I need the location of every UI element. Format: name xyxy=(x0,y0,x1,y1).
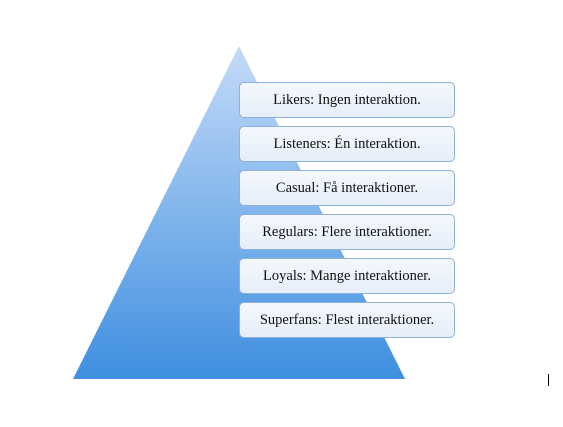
tier-box-listeners: Listeners: Én interaktion. xyxy=(239,126,455,162)
tier-box-superfans: Superfans: Flest interaktioner. xyxy=(239,302,455,338)
tier-box-casual: Casual: Få interaktioner. xyxy=(239,170,455,206)
tier-box-likers: Likers: Ingen interaktion. xyxy=(239,82,455,118)
tier-label: Loyals: Mange interaktioner. xyxy=(263,267,431,284)
tier-label: Listeners: Én interaktion. xyxy=(273,135,421,152)
text-cursor xyxy=(548,374,549,386)
tier-box-regulars: Regulars: Flere interaktioner. xyxy=(239,214,455,250)
tier-label: Superfans: Flest interaktioner. xyxy=(259,311,435,328)
pyramid-shape xyxy=(73,46,405,379)
tier-label: Regulars: Flere interaktioner. xyxy=(262,223,432,240)
tier-label: Likers: Ingen interaktion. xyxy=(273,91,421,108)
tier-box-loyals: Loyals: Mange interaktioner. xyxy=(239,258,455,294)
tier-label: Casual: Få interaktioner. xyxy=(275,179,419,196)
